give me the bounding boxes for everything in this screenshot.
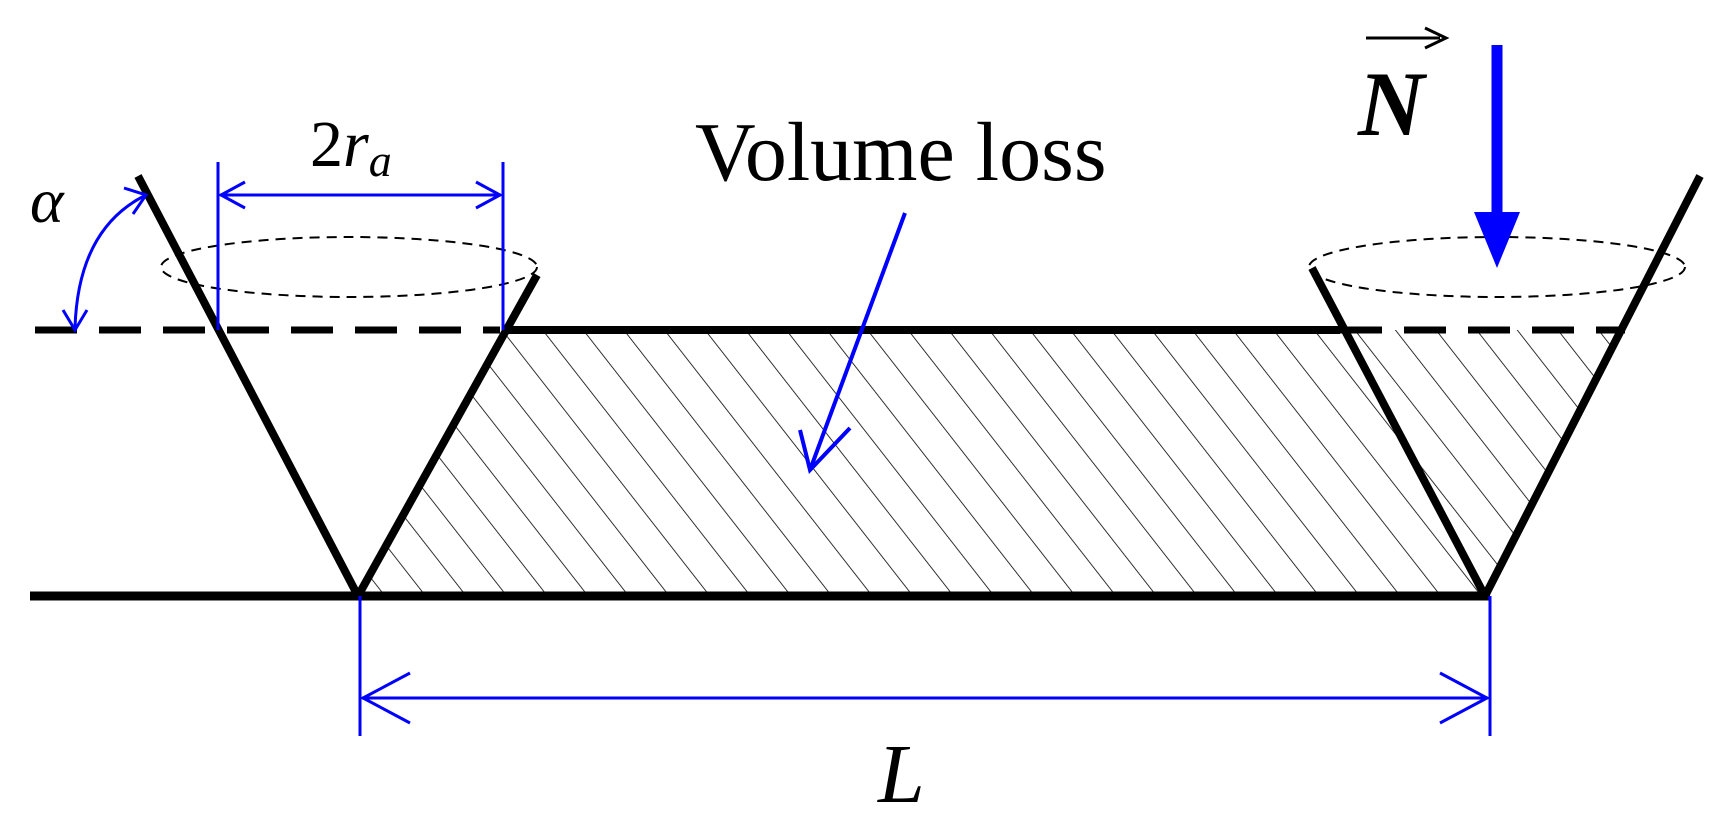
force-vector-bar-head	[1424, 26, 1450, 50]
length-label: L	[877, 728, 925, 815]
two-ra-arrowhead-right	[475, 180, 504, 210]
volume-loss-region	[358, 330, 1485, 596]
two-ra-label: 2ra	[310, 108, 392, 186]
left-indenter-right-edge	[354, 273, 541, 598]
right-indenter-left-edge	[1308, 266, 1489, 598]
alpha-angle-arc	[73, 194, 145, 329]
length-arrowhead-left	[359, 671, 411, 725]
two-ra-label-two: 2	[310, 108, 343, 181]
alpha-arc-arrowhead-top	[123, 186, 149, 215]
alpha-label: α	[30, 165, 65, 236]
alpha-arc-arrowhead-bottom	[61, 309, 89, 333]
volume-loss-label: Volume loss	[695, 106, 1107, 199]
length-arrowhead-right	[1439, 671, 1491, 725]
volume-loss-region-right	[1340, 330, 1625, 596]
force-label: N	[1357, 53, 1428, 155]
left-indenter-ellipse	[160, 236, 538, 298]
left-indenter-left-edge	[134, 174, 362, 598]
two-ra-label-sub: a	[369, 135, 392, 186]
right-indenter-right-edge	[1481, 174, 1704, 598]
volume-loss-pointer-arrowhead	[798, 426, 852, 475]
two-ra-label-r: r	[343, 108, 369, 181]
two-ra-arrowhead-left	[217, 180, 246, 210]
force-arrow-head	[1474, 212, 1520, 268]
volume-loss-pointer	[808, 212, 907, 471]
